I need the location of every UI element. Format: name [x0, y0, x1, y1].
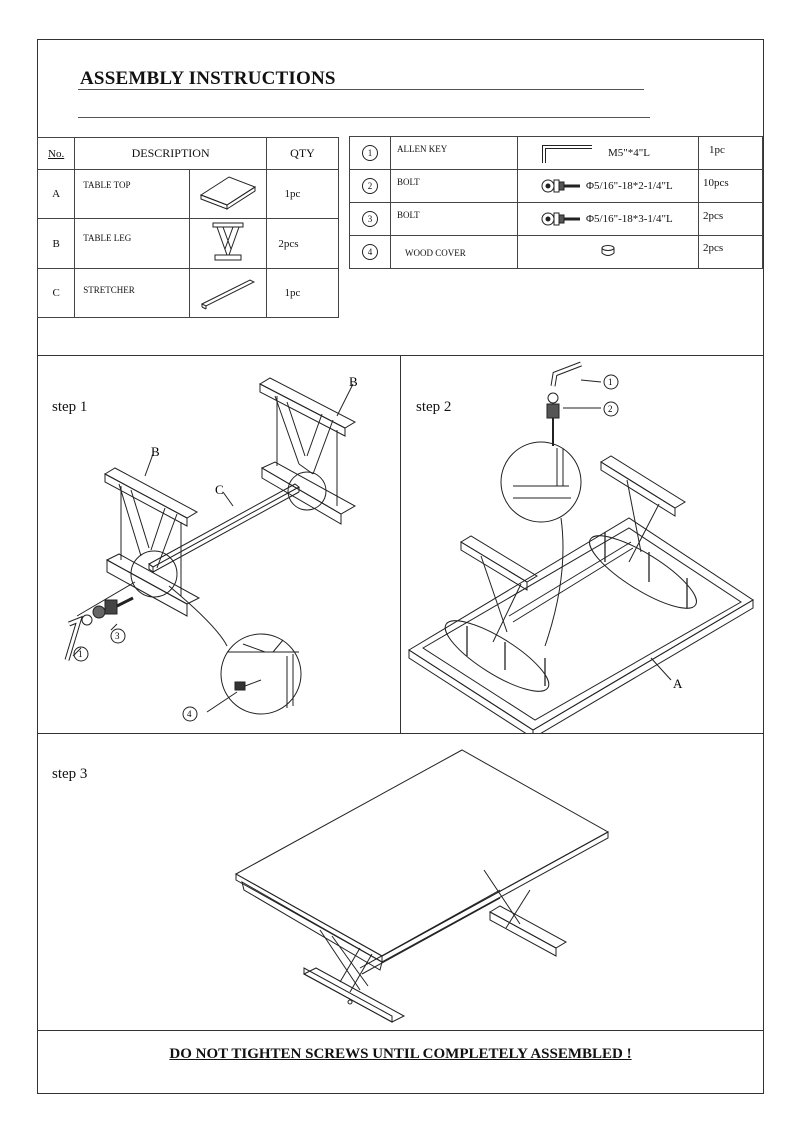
stretcher-icon — [189, 268, 267, 318]
header-qty: QTY — [265, 137, 340, 170]
hardware-spec: M5"*4"L — [608, 147, 650, 159]
part-no: C — [36, 268, 76, 318]
hardware-qty: 10pcs — [698, 169, 763, 203]
callout-b-right: B — [349, 374, 358, 389]
table-row: 1 ALLEN KEY M5"*4"L 1pc — [349, 136, 763, 170]
step-3-illustration — [234, 749, 610, 1023]
hardware-description: BOLT — [390, 169, 518, 203]
part-qty: 1pc — [265, 268, 340, 318]
hardware-table: 1 ALLEN KEY M5"*4"L 1pc 2 BOLT — [349, 136, 763, 269]
header-no: No. — [36, 137, 76, 170]
part-no: A — [36, 169, 76, 219]
header-description: DESCRIPTION — [74, 137, 267, 170]
parts-table: No. DESCRIPTION QTY A TABLE TOP 1pc B TA… — [36, 137, 340, 318]
wood-cover-icon — [601, 244, 615, 256]
step-2-label: step 2 — [416, 399, 452, 415]
table-row: C STRETCHER 1pc — [36, 268, 340, 318]
hardware-qty: 2pcs — [698, 235, 763, 269]
callout-a: A — [673, 676, 683, 691]
table-leg-icon — [189, 218, 267, 269]
callout-2: 2 — [608, 404, 613, 414]
table-row: 4 WOOD COVER 2pcs — [349, 235, 763, 269]
item-number: 2 — [362, 178, 378, 194]
item-number: 3 — [362, 211, 378, 227]
part-description: STRETCHER — [74, 268, 191, 318]
callout-b-left: B — [151, 444, 160, 459]
page-frame — [37, 39, 764, 1094]
callout-4: 4 — [187, 709, 192, 719]
step-2-illustration: 1 2 A — [408, 361, 754, 733]
bolt-icon — [541, 212, 580, 226]
hardware-description: WOOD COVER — [390, 235, 518, 269]
callout-c: C — [215, 482, 224, 497]
hardware-description: ALLEN KEY — [390, 136, 518, 170]
hardware-qty: 2pcs — [698, 202, 763, 236]
assembly-warning: DO NOT TIGHTEN SCREWS UNTIL COMPLETELY A… — [169, 1046, 632, 1062]
part-qty: 1pc — [265, 169, 340, 219]
table-leg-left — [103, 467, 201, 617]
part-no: B — [36, 218, 76, 269]
section-divider — [37, 733, 764, 734]
callout-1: 1 — [78, 649, 83, 659]
allen-key-icon — [542, 145, 592, 163]
item-number: 4 — [362, 244, 378, 260]
part-description: TABLE TOP — [74, 169, 191, 219]
assembled-table — [234, 749, 610, 1023]
section-divider — [400, 355, 401, 733]
callout-3: 3 — [115, 631, 120, 641]
table-top-icon — [189, 169, 267, 219]
table-row: 2 BOLT Φ5/16"-18*2-1/4"L 10pcs — [349, 169, 763, 203]
title-rule — [78, 117, 650, 118]
hardware-spec: Φ5/16"-18*3-1/4"L — [586, 213, 673, 225]
step-1-label: step 1 — [52, 399, 88, 415]
hardware-spec: Φ5/16"-18*2-1/4"L — [586, 180, 673, 192]
section-divider — [37, 1030, 764, 1031]
stretcher — [148, 483, 300, 573]
hardware-qty: 1pc — [698, 136, 763, 170]
table-row: B TABLE LEG 2pcs — [36, 218, 340, 269]
item-number: 1 — [362, 145, 378, 161]
part-description: TABLE LEG — [74, 218, 191, 269]
table-leg-right — [258, 377, 357, 525]
step-3-label: step 3 — [52, 766, 88, 782]
part-qty: 2pcs — [265, 218, 340, 269]
table-row: A TABLE TOP 1pc — [36, 169, 340, 219]
table-leg — [460, 455, 686, 643]
hardware-description: BOLT — [390, 202, 518, 236]
bolt-icon — [541, 179, 580, 193]
page-title: ASSEMBLY INSTRUCTIONS — [80, 68, 336, 89]
title-underline — [78, 89, 644, 90]
table-top — [408, 517, 754, 733]
callout-1: 1 — [608, 377, 613, 387]
table-row: 3 BOLT Φ5/16"-18*3-1/4"L 2pcs — [349, 202, 763, 236]
step-1-illustration: B B C 3 1 4 — [64, 374, 358, 722]
